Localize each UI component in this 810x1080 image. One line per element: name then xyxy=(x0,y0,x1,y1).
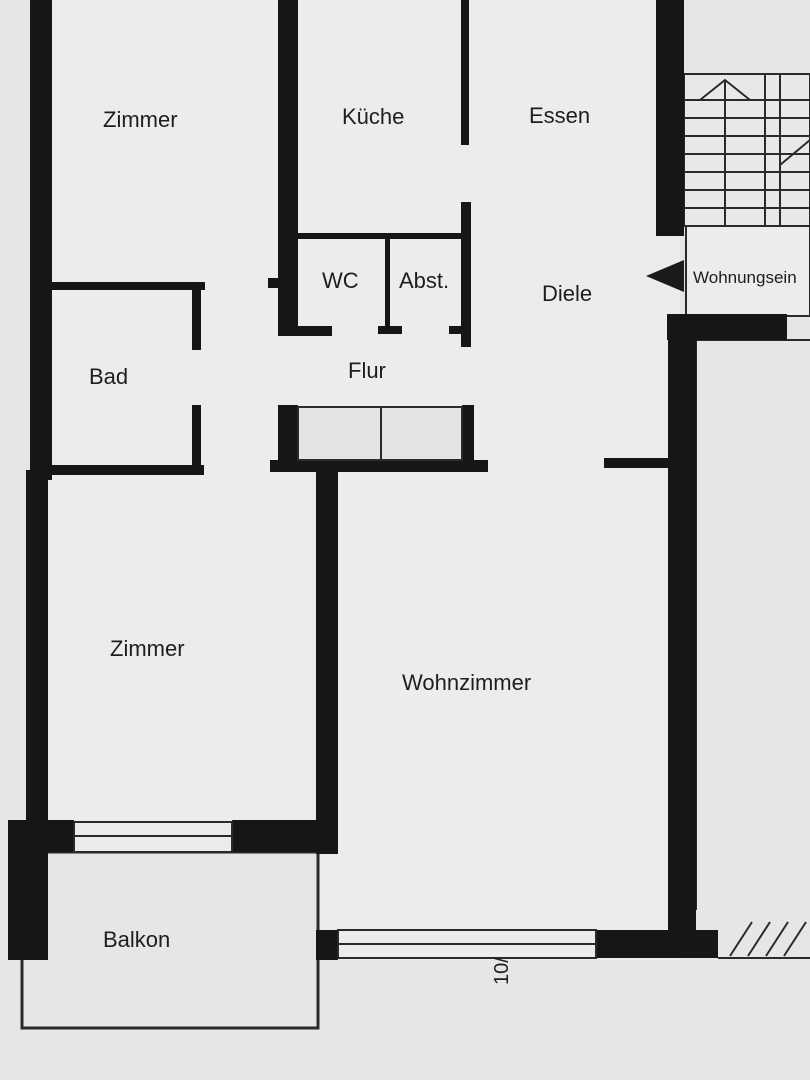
interior-floor xyxy=(40,0,680,960)
scale-mark: 10/ xyxy=(491,957,513,985)
room-label-diele: Diele xyxy=(542,281,592,306)
entrance-arrow-icon xyxy=(646,260,684,292)
entrance-label: Wohnungsein xyxy=(693,268,797,287)
room-label-flur: Flur xyxy=(348,358,386,383)
room-label-kueche: Küche xyxy=(342,104,404,129)
built-in-cabinet xyxy=(297,406,463,461)
window-zimmer xyxy=(73,821,233,853)
staircase xyxy=(683,73,810,227)
walls xyxy=(8,0,787,960)
window-wohnzimmer xyxy=(337,929,597,959)
room-label-wohnzimmer: Wohnzimmer xyxy=(402,670,531,695)
room-label-essen: Essen xyxy=(529,103,590,128)
hatch xyxy=(718,921,810,959)
room-label-abst: Abst. xyxy=(399,268,449,293)
room-label-balkon: Balkon xyxy=(103,927,170,952)
room-label-bad: Bad xyxy=(89,364,128,389)
room-label-zimmer-bottom: Zimmer xyxy=(110,636,185,661)
room-label-zimmer-top: Zimmer xyxy=(103,107,178,132)
room-label-wc: WC xyxy=(322,268,359,293)
